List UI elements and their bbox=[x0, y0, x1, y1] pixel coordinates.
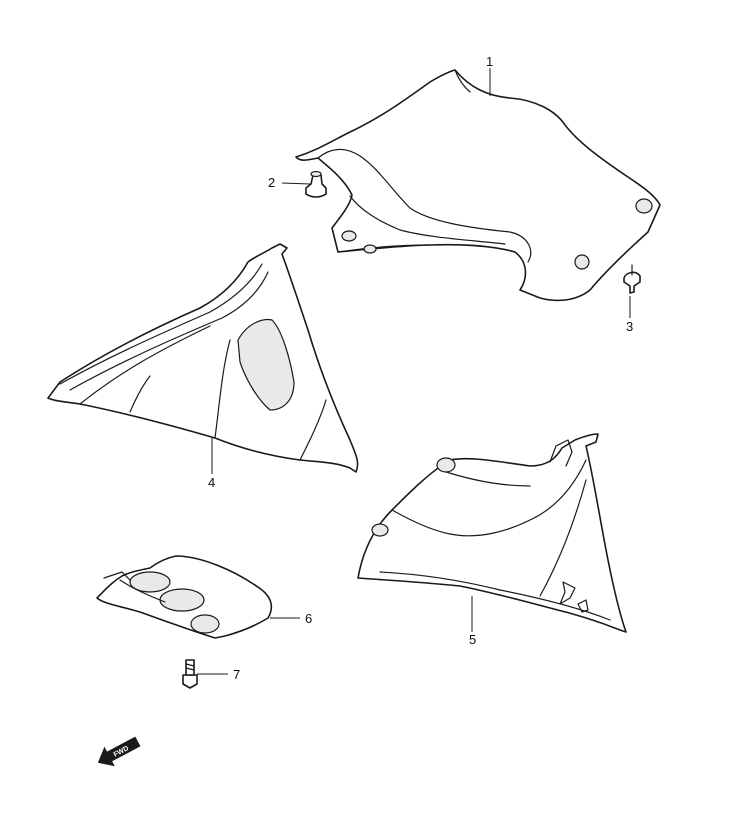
callout-labels: 1 2 3 4 5 6 7 bbox=[208, 54, 633, 682]
callout-1: 1 bbox=[486, 54, 493, 69]
part-1-upper-cover bbox=[295, 69, 661, 302]
leader-lines bbox=[197, 68, 631, 675]
part-4-side-cover-left bbox=[47, 243, 359, 473]
part-7-bolt bbox=[182, 659, 198, 689]
part-5-side-cover-right bbox=[357, 433, 627, 633]
fwd-arrow-icon: FWD bbox=[97, 736, 141, 767]
part-6-bracket bbox=[96, 555, 273, 639]
callout-4: 4 bbox=[208, 475, 215, 490]
part-2-pin-fastener bbox=[305, 170, 327, 198]
callout-5: 5 bbox=[469, 632, 476, 647]
fwd-label: FWD bbox=[113, 745, 130, 759]
callout-3: 3 bbox=[626, 319, 633, 334]
callout-7: 7 bbox=[233, 667, 240, 682]
callout-6: 6 bbox=[305, 611, 312, 626]
part-3-push-rivet bbox=[623, 264, 641, 294]
callout-2: 2 bbox=[268, 175, 275, 190]
